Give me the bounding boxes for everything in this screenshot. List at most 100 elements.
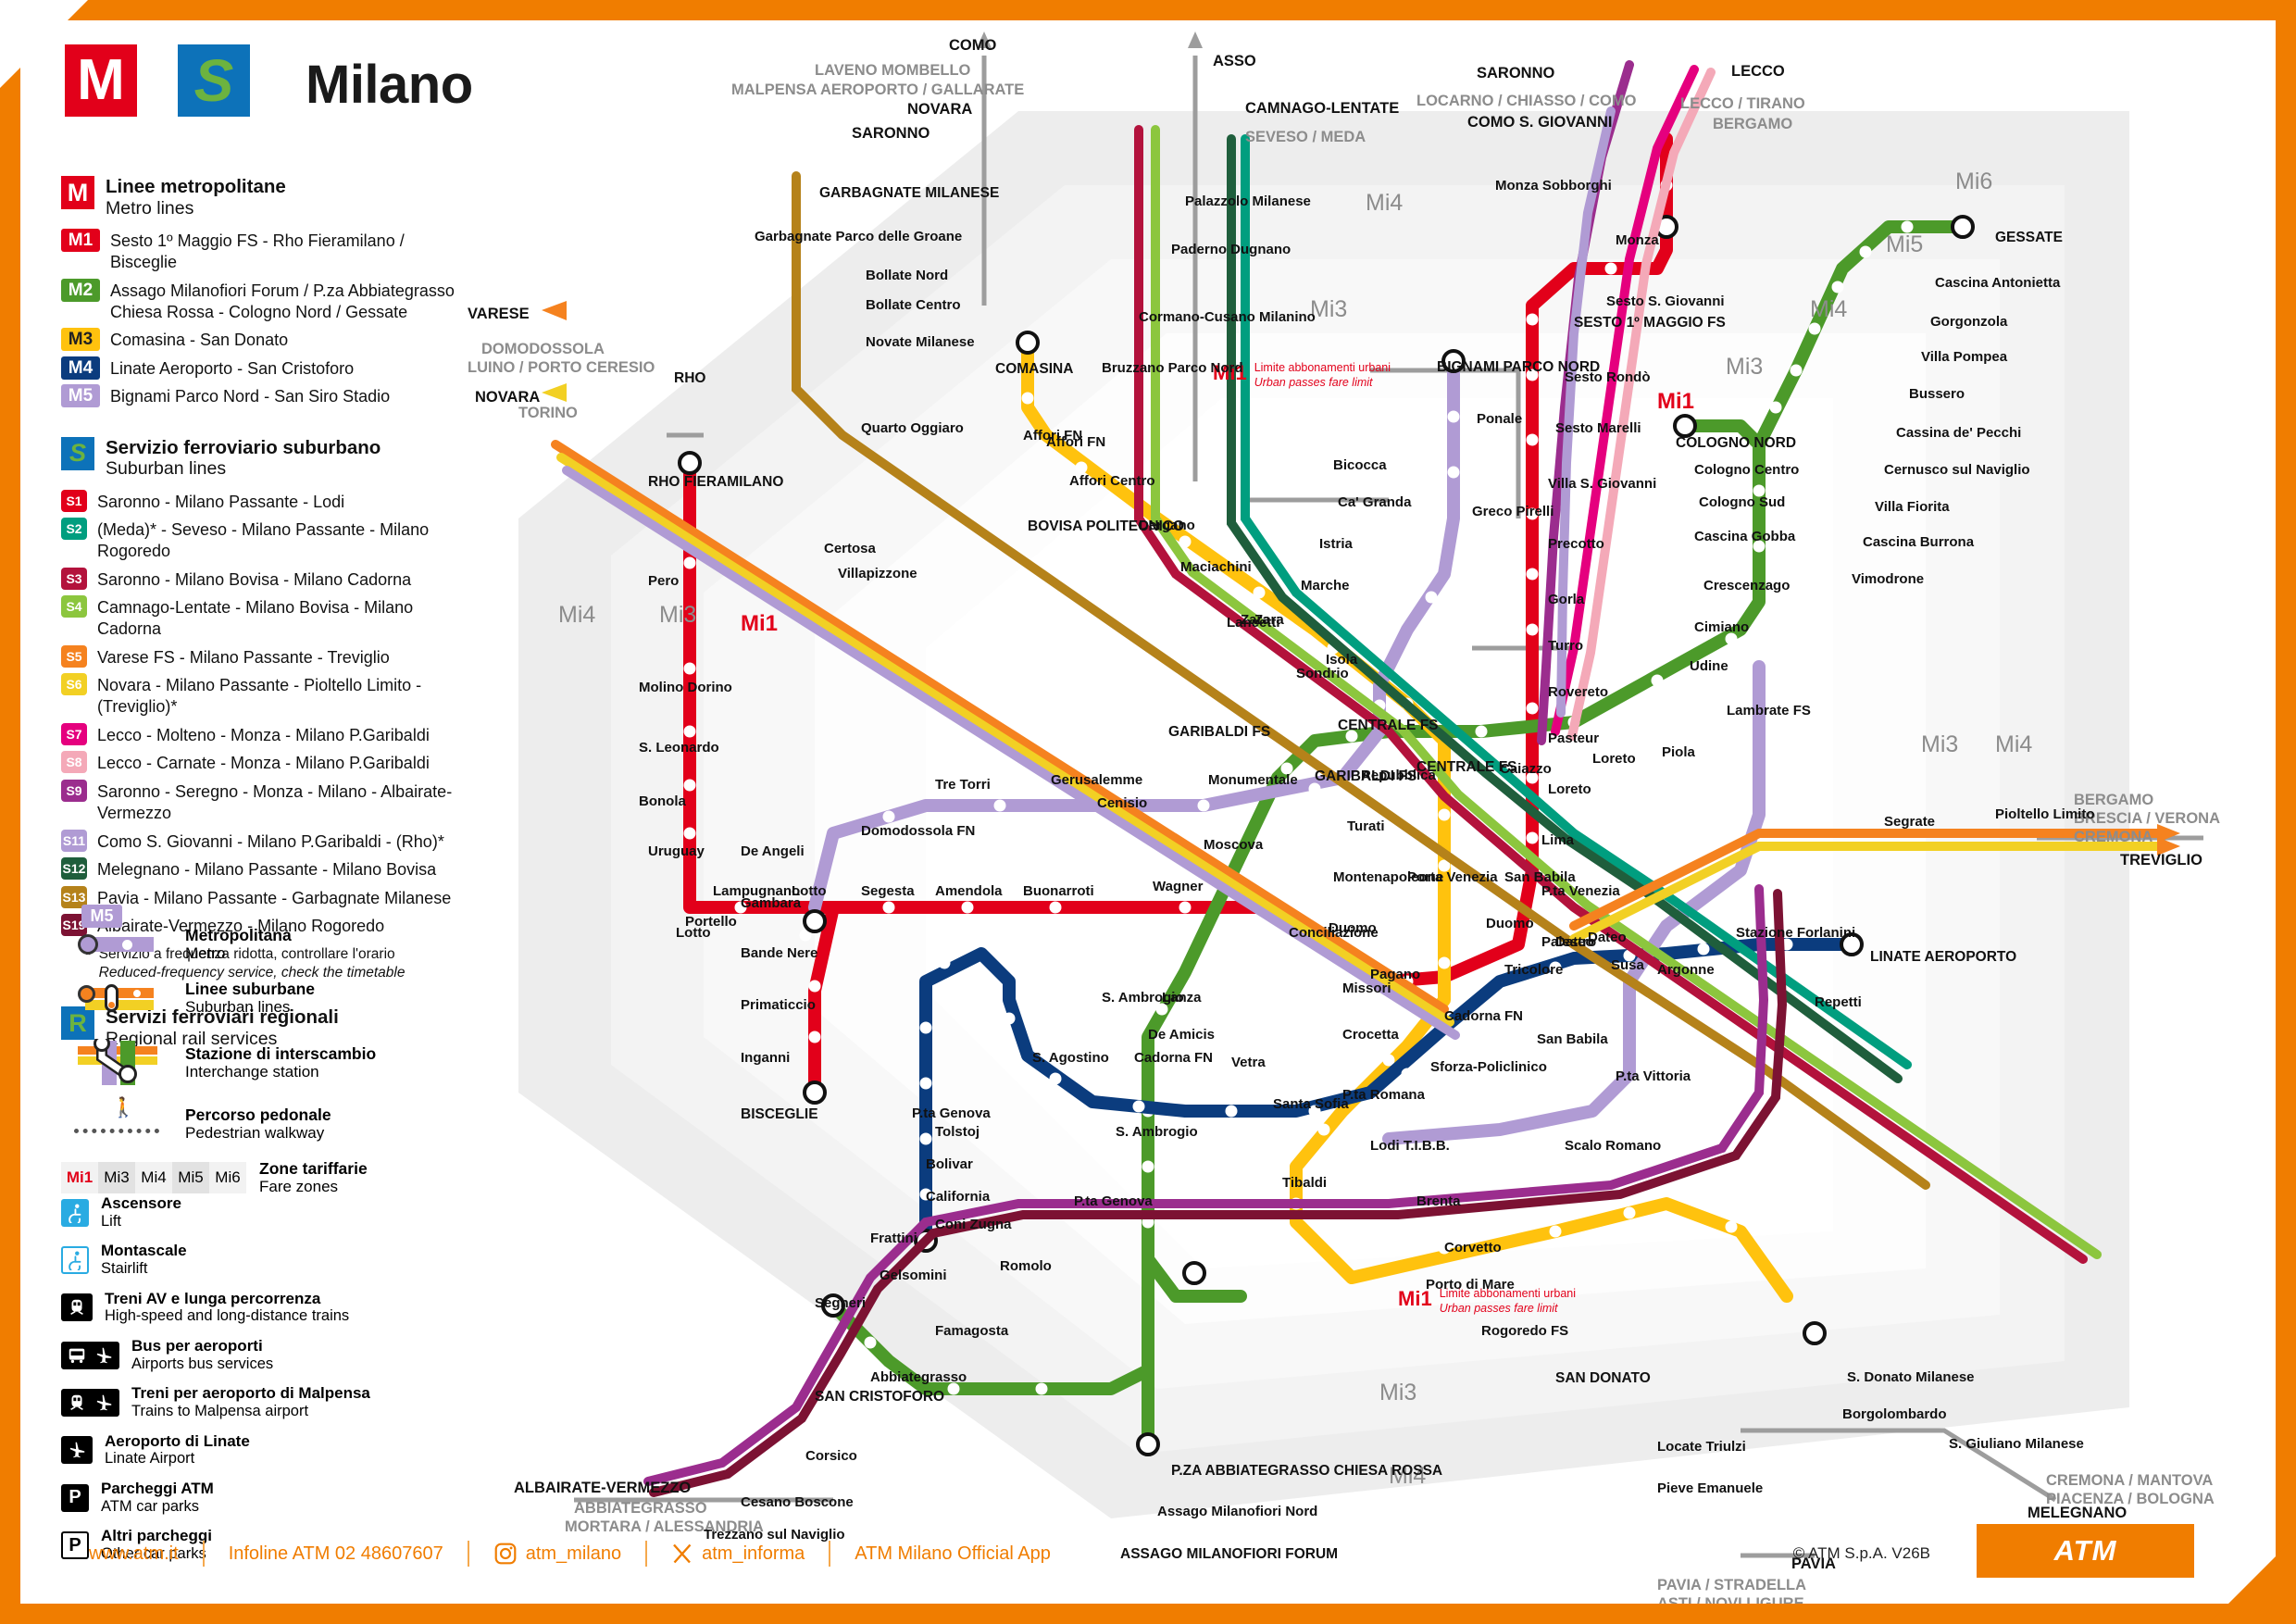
metro-badge-icon: M xyxy=(61,176,94,209)
station-label: Bollate Centro xyxy=(866,297,961,313)
station-label: Loreto xyxy=(1548,781,1591,797)
atm-logo-text: ATM xyxy=(2053,1534,2117,1567)
terminal-label: COMO xyxy=(949,37,997,54)
station-label: Trezzano sul Naviglio xyxy=(704,1527,845,1543)
bus-plane-icon xyxy=(61,1341,119,1369)
station-label: GARIBALDI FS xyxy=(1315,768,1417,784)
station-label: RHO FIERAMILANO xyxy=(648,474,784,490)
station-label: Turati xyxy=(1347,818,1385,834)
station-label: Coni Zugna xyxy=(935,1217,1012,1232)
station-label: Moscova xyxy=(1204,837,1264,853)
terminal-label: ALBAIRATE-VERMEZZO xyxy=(514,1480,692,1496)
station-label: Stazione Forlanini xyxy=(1736,925,1856,941)
station-label: Lanza xyxy=(1162,990,1202,1006)
station-label: Bicocca xyxy=(1333,457,1387,473)
station-label: ASSAGO MILANOFIORI FORUM xyxy=(1120,1546,1339,1562)
legend-interchange-it: Stazione di interscambio xyxy=(185,1043,377,1063)
station-label: GARBAGNATE MILANESE xyxy=(819,185,1000,201)
station-label: Garbagnate Parco delle Groane xyxy=(755,229,963,244)
station-label: S. Ambrogio xyxy=(1116,1124,1198,1140)
terminal-label: MELEGNANO xyxy=(2028,1505,2128,1521)
station-label: Segesta xyxy=(861,883,915,899)
station-label: Villa Fiorita xyxy=(1875,499,1950,515)
suburban-line-description: Saronno - Seregno - Monza - Milano - Alb… xyxy=(97,781,453,822)
station-label: Palazzolo Milanese xyxy=(1185,194,1311,209)
map-zone-label: Mi4 xyxy=(1810,296,1848,322)
station-label: Istria xyxy=(1319,536,1353,552)
suburban-line-description: Saronno - Milano Passante - Lodi xyxy=(97,492,345,511)
footer-website[interactable]: www.atm.it xyxy=(89,1543,179,1564)
station-label: Cenisio xyxy=(1097,795,1148,811)
station-label: Borgolombardo xyxy=(1842,1406,1947,1422)
station-label: Wagner xyxy=(1153,879,1204,894)
station-label: Bollate Nord xyxy=(866,268,949,283)
legend-fare-zones-it: Zone tariffarie xyxy=(259,1158,368,1178)
page-title: Milano xyxy=(306,55,473,115)
instagram-icon xyxy=(494,1543,517,1565)
terminal-label: LOCARNO / CHIASSO / COMO xyxy=(1416,93,1637,109)
terminal-label: NOVARA xyxy=(475,389,541,406)
station-label: LINATE AEROPORTO xyxy=(1870,949,2017,965)
station-label: Pieve Emanuele xyxy=(1657,1480,1764,1496)
train-icon xyxy=(61,1293,93,1322)
station-label: Abbiategrasso xyxy=(870,1369,967,1385)
footer-app[interactable]: ATM Milano Official App xyxy=(855,1543,1051,1564)
service-title-it: Montascale xyxy=(101,1242,187,1260)
suburban-line-description: (Meda)* - Seveso - Milano Passante - Mil… xyxy=(97,520,430,561)
station-label: Quarto Oggiaro xyxy=(861,420,964,436)
terminal-label: VARESE xyxy=(468,306,530,322)
atm-logo: ATM xyxy=(1977,1524,2194,1578)
station-label: Lima xyxy=(1541,832,1575,848)
frame-corner-top-left xyxy=(0,0,88,88)
station-label: Portello xyxy=(685,914,737,930)
footer-instagram[interactable]: atm_milano xyxy=(469,1542,645,1566)
station-label: Dateo xyxy=(1555,934,1594,950)
frame-bottom xyxy=(0,1604,2296,1624)
map-zone-label: Mi4 xyxy=(1995,731,2033,757)
footer-bar: www.atm.it Infoline ATM 02 48607607 atm_… xyxy=(65,1541,1075,1567)
station-label: Sforza-Policlinico xyxy=(1430,1059,1547,1075)
footer-divider xyxy=(467,1541,469,1567)
terminal-label: PAVIA xyxy=(1791,1555,1836,1572)
suburban-line-sample-icon xyxy=(61,982,172,1014)
terminal-label: BRESCIA / VERONA xyxy=(2074,810,2220,827)
station-label: Novate Milanese xyxy=(866,334,975,350)
suburban-line-description: Melegnano - Milano Passante - Milano Bov… xyxy=(97,860,437,880)
station-label: Susa xyxy=(1611,957,1644,973)
station-label: Dateo xyxy=(1588,930,1627,945)
map-zone-label: Mi3 xyxy=(1921,731,1959,757)
suburban-line-badge: S1 xyxy=(61,489,87,512)
station-label: Vimodrone xyxy=(1852,571,1925,587)
station-label: P.ta Genova xyxy=(912,1106,991,1121)
station-label: CENTRALE FS xyxy=(1416,759,1517,775)
station-label: BIGNAMI PARCO NORD xyxy=(1437,359,1601,375)
suburban-line-badge: S8 xyxy=(61,751,87,774)
metro-line-description: Assago Milanofiori Forum / P.za Abbiateg… xyxy=(110,281,455,321)
suburban-badge-icon: S xyxy=(61,436,94,470)
station-label: Duomo xyxy=(1486,916,1534,931)
station-label: Cesano Boscone xyxy=(741,1494,854,1510)
station-label: BOVISA POLITECNICO xyxy=(1028,518,1185,534)
map-zone-label-mi1: Mi1 xyxy=(741,611,779,636)
footnote-star: * xyxy=(85,946,92,965)
legend-regional-header: R Servizi ferroviari regionali Regional … xyxy=(61,1006,459,1050)
terminal-label: LAVENO MOMBELLO xyxy=(815,62,971,79)
legend-footnote: * Servizio a frequenza ridotta, controll… xyxy=(61,945,459,982)
station-label: Palestro xyxy=(1541,934,1597,950)
station-label: S. Donato Milanese xyxy=(1847,1369,1975,1385)
service-title-en: Stairlift xyxy=(101,1259,148,1277)
footer-twitter[interactable]: atm_informa xyxy=(647,1543,829,1565)
terminal-label: TORINO xyxy=(518,405,578,421)
regional-badge-icon: R xyxy=(61,1006,94,1041)
station-label: De Angeli xyxy=(741,843,805,859)
suburban-line-badge: S9 xyxy=(61,779,87,802)
